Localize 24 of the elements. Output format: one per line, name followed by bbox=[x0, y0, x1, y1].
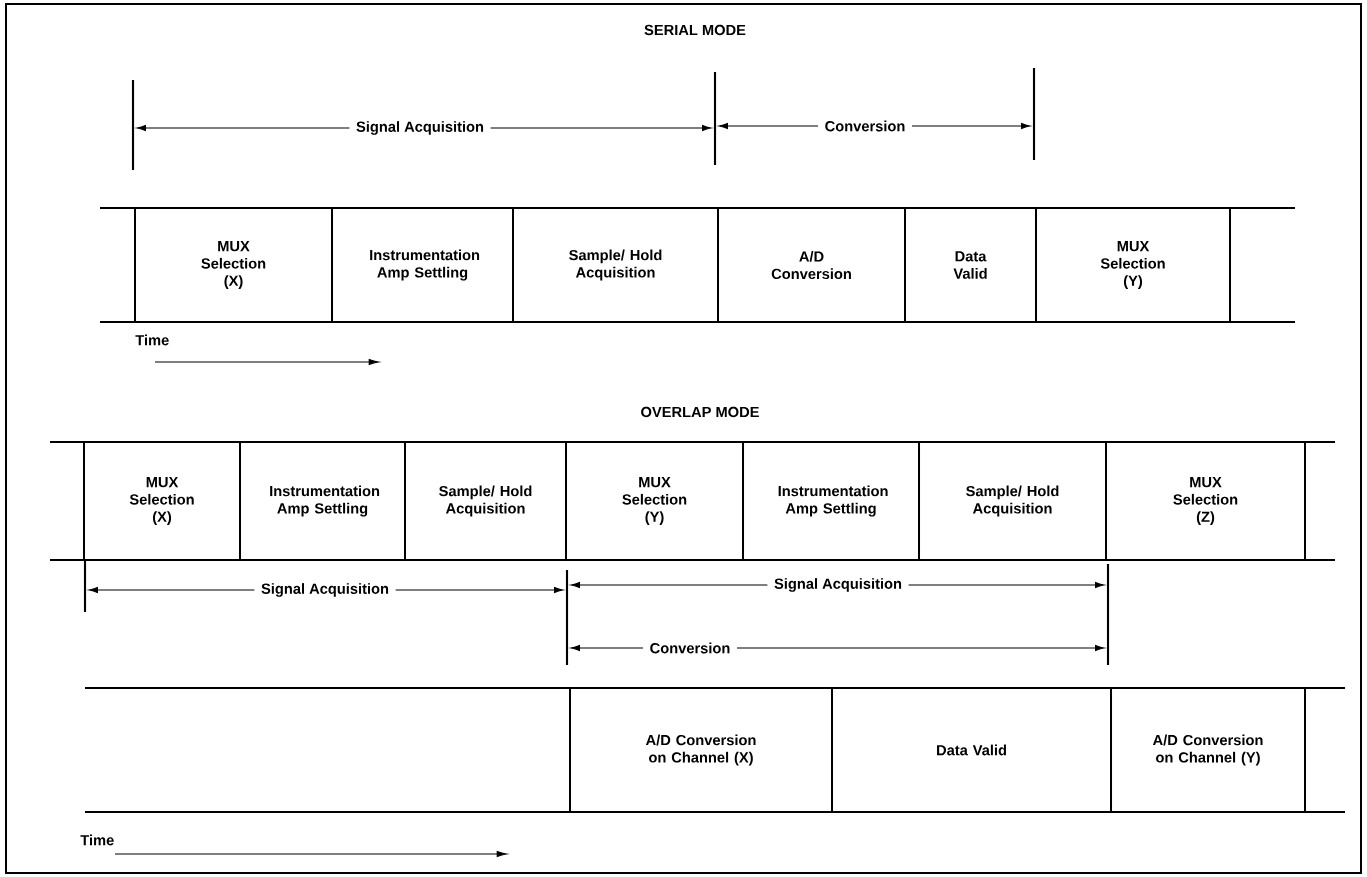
timing-cell: A/D Conversion on Channel (X) bbox=[569, 687, 833, 813]
dimension-label: Conversion bbox=[643, 638, 737, 658]
timing-cell: Sample/ Hold Acquisition bbox=[512, 207, 719, 323]
dimension-label: Signal Acquisition bbox=[767, 573, 909, 597]
timing-cell: Data Valid bbox=[904, 207, 1037, 323]
dimension-label: Signal Acquisition bbox=[254, 578, 396, 602]
timing-cell: MUX Selection (Y) bbox=[1035, 207, 1231, 323]
timing-cell: Instrumentation Amp Settling bbox=[742, 441, 920, 561]
timing-cell: A/D Conversion on Channel (Y) bbox=[1110, 687, 1306, 813]
dimension-label: Conversion bbox=[818, 116, 912, 136]
timing-cell: Instrumentation Amp Settling bbox=[331, 207, 514, 323]
timing-cell: MUX Selection (Z) bbox=[1105, 441, 1306, 561]
timing-cell: A/D Conversion bbox=[717, 207, 906, 323]
axis-label: Time bbox=[80, 834, 114, 846]
section-heading: OVERLAP MODE bbox=[641, 406, 759, 418]
timing-cell: MUX Selection (X) bbox=[83, 441, 241, 561]
timing-cell: Data Valid bbox=[831, 687, 1112, 813]
dimension-label: Signal Acquisition bbox=[349, 116, 491, 140]
timing-cell: MUX Selection (X) bbox=[134, 207, 333, 323]
timing-cell: Sample/ Hold Acquisition bbox=[404, 441, 567, 561]
section-heading: SERIAL MODE bbox=[644, 24, 746, 36]
timing-cell: Sample/ Hold Acquisition bbox=[918, 441, 1107, 561]
timing-cell: MUX Selection (Y) bbox=[565, 441, 744, 561]
timing-cell: Instrumentation Amp Settling bbox=[239, 441, 406, 561]
